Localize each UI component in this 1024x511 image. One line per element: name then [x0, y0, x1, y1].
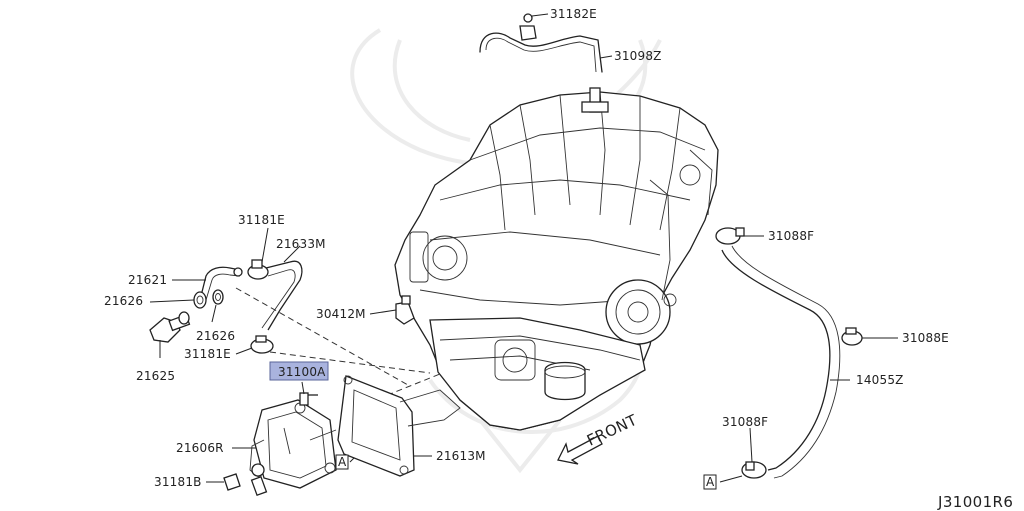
leader-lines: [149, 227, 898, 483]
label-21613M[interactable]: 21613M: [436, 449, 486, 463]
label-31181E-top[interactable]: 31181E: [238, 213, 285, 227]
label-21625[interactable]: 21625: [136, 369, 175, 383]
hose-clamp-31181B[interactable]: [223, 473, 241, 491]
oil-cooler-21606R[interactable]: [249, 399, 337, 497]
washer-21626-left[interactable]: [193, 291, 207, 309]
hose-clamp-31088F-bottom[interactable]: [741, 461, 767, 479]
hose-clamp-31182E[interactable]: [519, 13, 549, 41]
label-31088E[interactable]: 31088E: [902, 331, 949, 345]
sensor-30412M[interactable]: [395, 295, 415, 325]
reference-mark-a-right: A: [703, 474, 717, 490]
bolt-31100A[interactable]: [299, 392, 318, 406]
hose-21621[interactable]: [199, 266, 243, 301]
label-31181E-bottom[interactable]: 31181E: [184, 347, 231, 361]
breather-hose-31098Z[interactable]: [479, 32, 603, 73]
label-31182E[interactable]: 31182E: [550, 7, 597, 21]
svg-text:A: A: [706, 475, 715, 489]
label-31100A[interactable]: 31100A: [278, 365, 326, 379]
label-31088F-top[interactable]: 31088F: [768, 229, 814, 243]
diagram-code: J31001R6: [937, 493, 1013, 511]
front-direction-arrow: FRONT: [557, 411, 640, 465]
hose-14055Z[interactable]: [721, 245, 841, 479]
highlight-box-31100A: [269, 361, 329, 381]
label-21621[interactable]: 21621: [128, 273, 167, 287]
label-21633M[interactable]: 21633M: [276, 237, 326, 251]
hose-clamp-31181E-top[interactable]: [247, 259, 269, 280]
label-31181B[interactable]: 31181B: [154, 475, 202, 489]
hose-clamp-31088F-top[interactable]: [715, 227, 745, 245]
label-21626-right[interactable]: 21626: [196, 329, 235, 343]
connector-bolt-21625[interactable]: [149, 311, 191, 343]
transmission-assembly: [394, 87, 719, 431]
gasket-21613M[interactable]: [337, 375, 415, 477]
hose-21633M[interactable]: [261, 260, 303, 331]
label-21606R[interactable]: 21606R: [176, 441, 224, 455]
label-21626-left[interactable]: 21626: [104, 294, 143, 308]
label-31088F-bottom[interactable]: 31088F: [722, 415, 768, 429]
label-31098Z[interactable]: 31098Z: [614, 49, 662, 63]
svg-text:A: A: [338, 455, 347, 469]
bracket-21613M[interactable]: [309, 389, 461, 441]
label-14055Z[interactable]: 14055Z: [856, 373, 904, 387]
label-30412M[interactable]: 30412M: [316, 307, 366, 321]
reference-mark-a-left: A: [335, 454, 349, 470]
washer-21626-right[interactable]: [212, 289, 224, 305]
hose-clamp-31088E[interactable]: [841, 327, 863, 346]
part-labels: 31182E 31098Z 31181E 21633M 21621 21626 …: [104, 7, 949, 489]
hose-clamp-31181E-bottom[interactable]: [250, 335, 274, 354]
